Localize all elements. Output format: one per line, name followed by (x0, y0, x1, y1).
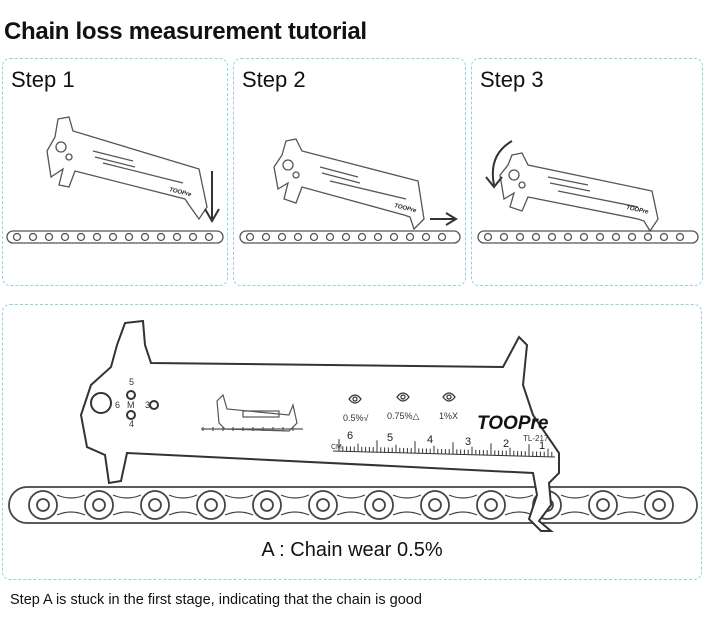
chain (8, 486, 698, 524)
ruler-scale (332, 439, 556, 458)
step-3-label: Step 3 (480, 67, 544, 92)
chain-rollers (28, 490, 674, 520)
arrow-down-icon (204, 171, 220, 223)
step-3-panel: Step 3 TOOPre (471, 58, 703, 286)
scale-number-4: 4 (427, 434, 433, 446)
step-1-label: Step 1 (11, 67, 75, 92)
detail-panel: 5 6 M 3 4 0.5%√ 0.75%△ 1%X TOOPre TL-217 (2, 304, 702, 580)
tool-brand-mini: TOOPre (626, 205, 650, 216)
tool-brand-mini: TOOPre (394, 203, 418, 214)
chain-rollers (12, 232, 214, 242)
hole-label-bottom: 4 (129, 419, 134, 429)
tool-holes (90, 390, 159, 420)
wear-mark-0-75: 0.75%△ (387, 411, 420, 421)
chain-checker-tool (499, 152, 659, 233)
tool-brand: TOOPre (477, 413, 549, 434)
mini-tool-graphic (201, 393, 303, 432)
chain-plates (56, 494, 646, 516)
measurement-caption: A : Chain wear 0.5% (261, 539, 443, 561)
hole-label-right: 3 (145, 400, 150, 410)
chain-checker-tool (46, 116, 208, 221)
step-1-panel: Step 1 TOOPre (2, 58, 228, 286)
step-2-panel: Step 2 TOOPre (233, 58, 466, 286)
scale-number-2: 2 (503, 438, 509, 450)
scale-number-6: 6 (347, 430, 353, 442)
arrow-right-icon (430, 212, 458, 226)
chain-link-row (6, 230, 224, 244)
wear-mark-1: 1%X (439, 411, 458, 421)
step-2-illustration: TOOPre (239, 138, 461, 244)
step-1-illustration: TOOPre (6, 116, 224, 244)
chain-rollers (483, 232, 685, 242)
chain-rollers (245, 232, 447, 242)
step-2-label: Step 2 (242, 67, 306, 92)
scale-number-1: 1 (539, 440, 545, 452)
footer-note: Step A is stuck in the first stage, indi… (10, 592, 422, 608)
wear-indicator-icons (348, 392, 456, 404)
hole-label-center: M (127, 400, 135, 410)
page-title: Chain loss measurement tutorial (4, 18, 367, 45)
ruler-unit: CM (331, 444, 342, 451)
detail-illustration: 5 6 M 3 4 0.5%√ 0.75%△ 1%X TOOPre TL-217 (8, 319, 698, 532)
scale-number-5: 5 (387, 432, 393, 444)
tool-brand-mini: TOOPre (169, 187, 193, 198)
hole-label-left: 6 (115, 400, 120, 410)
rotate-arrow-icon (485, 140, 513, 189)
step-3-illustration: TOOPre (477, 140, 699, 244)
scale-number-3: 3 (465, 436, 471, 448)
chain-link-row (239, 230, 461, 244)
chain-checker-tool (79, 319, 560, 532)
hole-label-top: 5 (129, 377, 134, 387)
tool-model: TL-217 (523, 434, 549, 443)
chain-checker-tool (273, 138, 425, 231)
wear-mark-0-5: 0.5%√ (343, 413, 369, 423)
chain-link-row (477, 230, 699, 244)
